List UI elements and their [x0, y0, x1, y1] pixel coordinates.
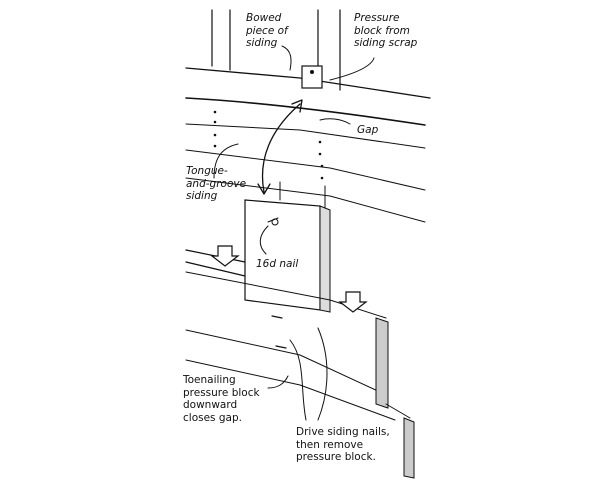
siding-boards-lower: [185, 249, 415, 479]
pressure-block-top: [301, 65, 323, 89]
label-toenailing: Toenailing pressure block downward close…: [183, 374, 260, 424]
siding-boards-upper: [185, 67, 431, 223]
label-pressure-block: Pressure block from siding scrap: [354, 12, 418, 49]
double-headed-arrow-icon: [257, 99, 303, 195]
down-arrow-icon: [210, 245, 240, 267]
stud-lower: [279, 181, 326, 211]
siding-nails: [271, 315, 287, 349]
stud-top-left: [211, 9, 231, 71]
nail-dots: [213, 110, 324, 180]
leader-lines: [213, 45, 375, 421]
label-drive-nails: Drive siding nails, then remove pressure…: [296, 426, 390, 463]
label-bowed-siding: Bowed piece of siding: [246, 12, 288, 49]
label-16d-nail: 16d nail: [256, 258, 299, 270]
label-gap: Gap: [357, 124, 379, 136]
label-tongue-groove: Tongue- and-groove siding: [186, 165, 247, 202]
pressure-block-front: [244, 199, 331, 313]
down-arrow-icon: [338, 291, 368, 313]
